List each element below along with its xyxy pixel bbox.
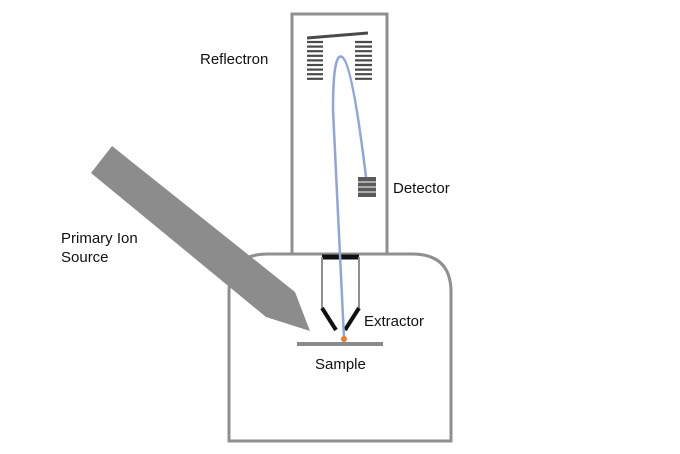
reflectron <box>306 31 372 80</box>
sample-stage <box>297 342 383 346</box>
detector-label: Detector <box>393 180 450 197</box>
extractor <box>320 254 361 332</box>
sample-label: Sample <box>315 356 366 373</box>
flight-tube <box>290 12 389 256</box>
reflectron-top-plate <box>306 31 369 40</box>
primary-ion-source-label-line1: Primary Ion <box>61 230 138 247</box>
primary-ion-gun <box>91 146 310 331</box>
detector <box>358 177 376 197</box>
sample-spot <box>341 336 347 342</box>
extractor-label: Extractor <box>364 313 424 330</box>
primary-ion-source-label-line2: Source <box>61 249 109 266</box>
reflectron-label: Reflectron <box>200 51 268 68</box>
reflectron-right-grids <box>355 40 372 80</box>
ion-flight-path <box>331 55 368 339</box>
reflectron-left-grids <box>307 40 323 80</box>
